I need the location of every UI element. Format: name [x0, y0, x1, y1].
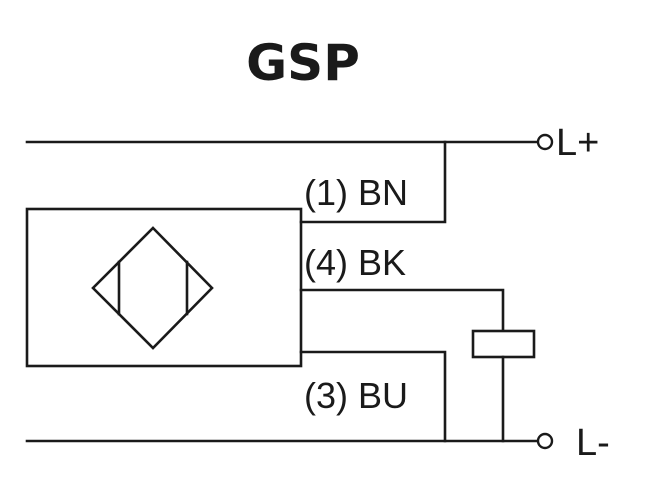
positive-terminal: [536, 133, 554, 151]
negative-terminal: [536, 432, 554, 450]
sensor-body: [25, 207, 303, 368]
diagram-title: GSP: [246, 34, 360, 92]
brown-wire-label: (1) BN: [304, 172, 408, 213]
load-symbol: [471, 329, 536, 359]
black-wire-label: (4) BK: [304, 242, 406, 283]
brown-wire: [299, 140, 447, 224]
blue-wire: [299, 350, 447, 443]
black-wire: [299, 288, 505, 333]
sensor-symbol-icon: [91, 226, 214, 350]
blue-wire-label: (3) BU: [304, 375, 408, 416]
positive-terminal-label: L+: [556, 122, 599, 164]
negative-terminal-label: L-: [576, 422, 610, 464]
